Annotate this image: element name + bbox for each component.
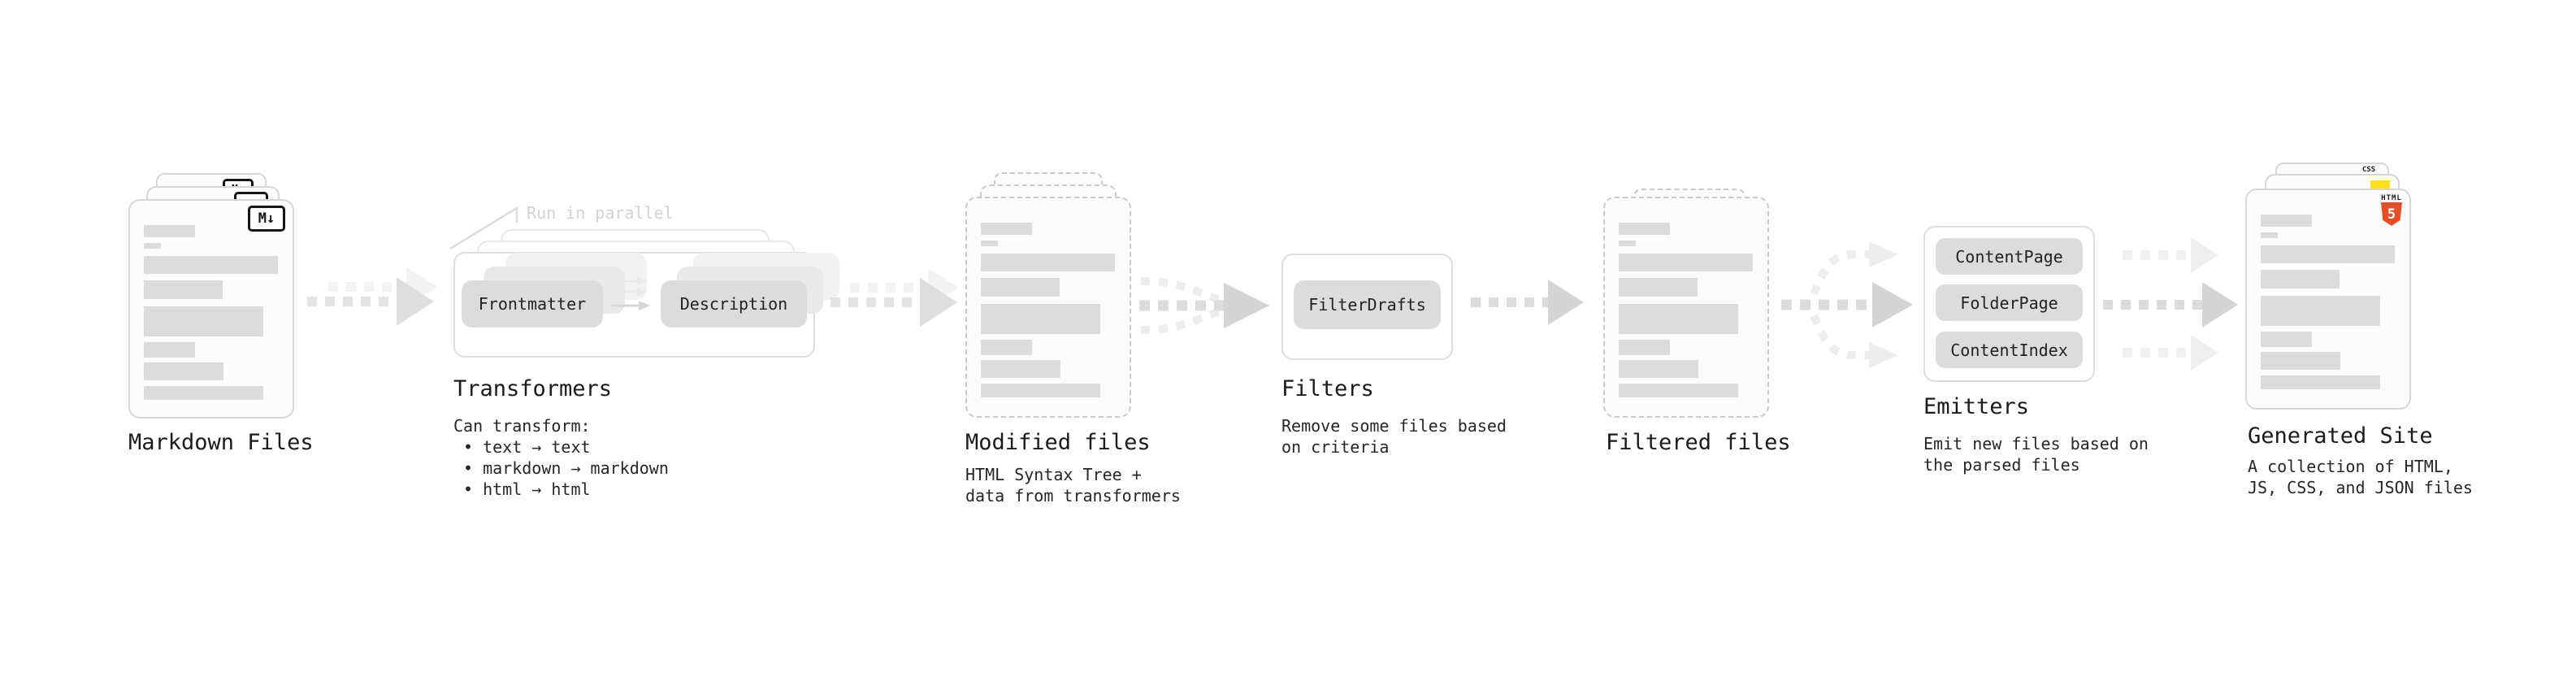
filtered-files-label: Filtered files <box>1606 430 1791 455</box>
placeholder-bar <box>144 256 278 274</box>
filters-label: Filters <box>1281 376 1374 401</box>
caption-bullet: • text → text <box>463 437 591 457</box>
filterdrafts-pill: FilterDrafts <box>1294 280 1441 329</box>
placeholder-bar <box>1619 304 1738 334</box>
html5-icon: HTML 5 <box>2381 194 2402 226</box>
folderpage-pill: FolderPage <box>1936 284 2083 321</box>
modified-files-label: Modified files <box>965 430 1151 455</box>
filters-caption: Remove some files based on criteria <box>1281 415 1507 458</box>
generated-file-card-front: HTML 5 <box>2245 189 2411 410</box>
placeholder-bar <box>1619 254 1753 271</box>
run-in-parallel-leader-line <box>449 206 518 250</box>
placeholder-bar <box>2261 245 2395 263</box>
caption-line: Emit new files based on <box>1923 434 2149 453</box>
placeholder-bar <box>2261 232 2278 238</box>
caption-line: data from transformers <box>965 486 1181 505</box>
flow-arrow-icon <box>830 278 957 327</box>
javascript-icon <box>2370 180 2390 191</box>
placeholder-bar <box>981 360 1060 378</box>
placeholder-bar <box>2261 375 2380 389</box>
placeholder-bar <box>2261 270 2340 288</box>
placeholder-bar <box>981 304 1100 334</box>
placeholder-bar <box>981 223 1032 235</box>
placeholder-bar <box>2261 296 2380 326</box>
placeholder-bar <box>144 225 195 237</box>
placeholder-bar <box>2261 352 2340 370</box>
contentpage-pill: ContentPage <box>1936 238 2083 275</box>
flow-arrow-icon <box>1471 280 1584 325</box>
converge-arrow-icon <box>1139 277 1269 334</box>
emit-arrow-icon <box>2123 335 2218 371</box>
placeholder-bar <box>981 278 1060 297</box>
modified-file-card-front <box>965 197 1131 418</box>
description-pill: Description <box>661 280 807 327</box>
caption-line: JS, CSS, and JSON files <box>2248 478 2473 497</box>
caption-line: Can transform: <box>453 416 591 436</box>
emitters-label: Emitters <box>1923 394 2030 419</box>
placeholder-bar <box>1619 223 1670 235</box>
placeholder-bar <box>2261 215 2312 227</box>
emit-arrow-icon <box>2123 237 2218 273</box>
markdown-icon: M↓ <box>248 206 285 232</box>
modified-files-caption: HTML Syntax Tree + data from transformer… <box>965 464 1181 506</box>
placeholder-bar <box>1619 360 1698 378</box>
placeholder-bar <box>2261 332 2312 347</box>
placeholder-bar <box>1619 241 1636 246</box>
contentindex-pill: ContentIndex <box>1936 332 2083 368</box>
frontmatter-pill: Frontmatter <box>462 280 603 327</box>
run-in-parallel-annotation: Run in parallel <box>527 203 674 223</box>
transformers-label: Transformers <box>453 376 613 401</box>
caption-line: HTML Syntax Tree + <box>965 465 1142 484</box>
placeholder-bar <box>1619 278 1698 297</box>
placeholder-bar <box>981 340 1032 355</box>
placeholder-bar <box>144 243 161 249</box>
caption-bullet: • markdown → markdown <box>463 458 669 478</box>
placeholder-bar <box>1619 340 1670 355</box>
flow-arrow-icon <box>307 277 434 326</box>
generated-site-label: Generated Site <box>2248 423 2433 449</box>
placeholder-bar <box>981 241 998 246</box>
caption-bullet: • html → html <box>463 479 591 499</box>
diverge-arrow-icon <box>1781 241 1913 368</box>
filtered-file-card-front <box>1603 197 1769 418</box>
transformers-caption: Can transform: • text → text • markdown … <box>453 415 669 500</box>
placeholder-bar <box>1619 384 1738 397</box>
caption-line: the parsed files <box>1923 455 2080 475</box>
placeholder-bar <box>144 362 223 380</box>
placeholder-bar <box>981 384 1100 397</box>
placeholder-bar <box>144 306 263 336</box>
emitters-caption: Emit new files based on the parsed files <box>1923 433 2149 475</box>
caption-line: on criteria <box>1281 437 1390 457</box>
generated-site-caption: A collection of HTML, JS, CSS, and JSON … <box>2248 456 2473 498</box>
emit-arrow-icon <box>2103 282 2238 327</box>
placeholder-bar <box>144 280 223 299</box>
placeholder-bar <box>144 342 195 358</box>
placeholder-bar <box>144 386 263 400</box>
caption-line: A collection of HTML, <box>2248 457 2453 476</box>
markdown-file-card-front: M↓ <box>128 199 294 419</box>
markdown-files-label: Markdown Files <box>128 430 314 455</box>
parallel-arrows-icon <box>611 277 650 310</box>
placeholder-bar <box>981 254 1115 271</box>
caption-line: Remove some files based <box>1281 416 1507 436</box>
